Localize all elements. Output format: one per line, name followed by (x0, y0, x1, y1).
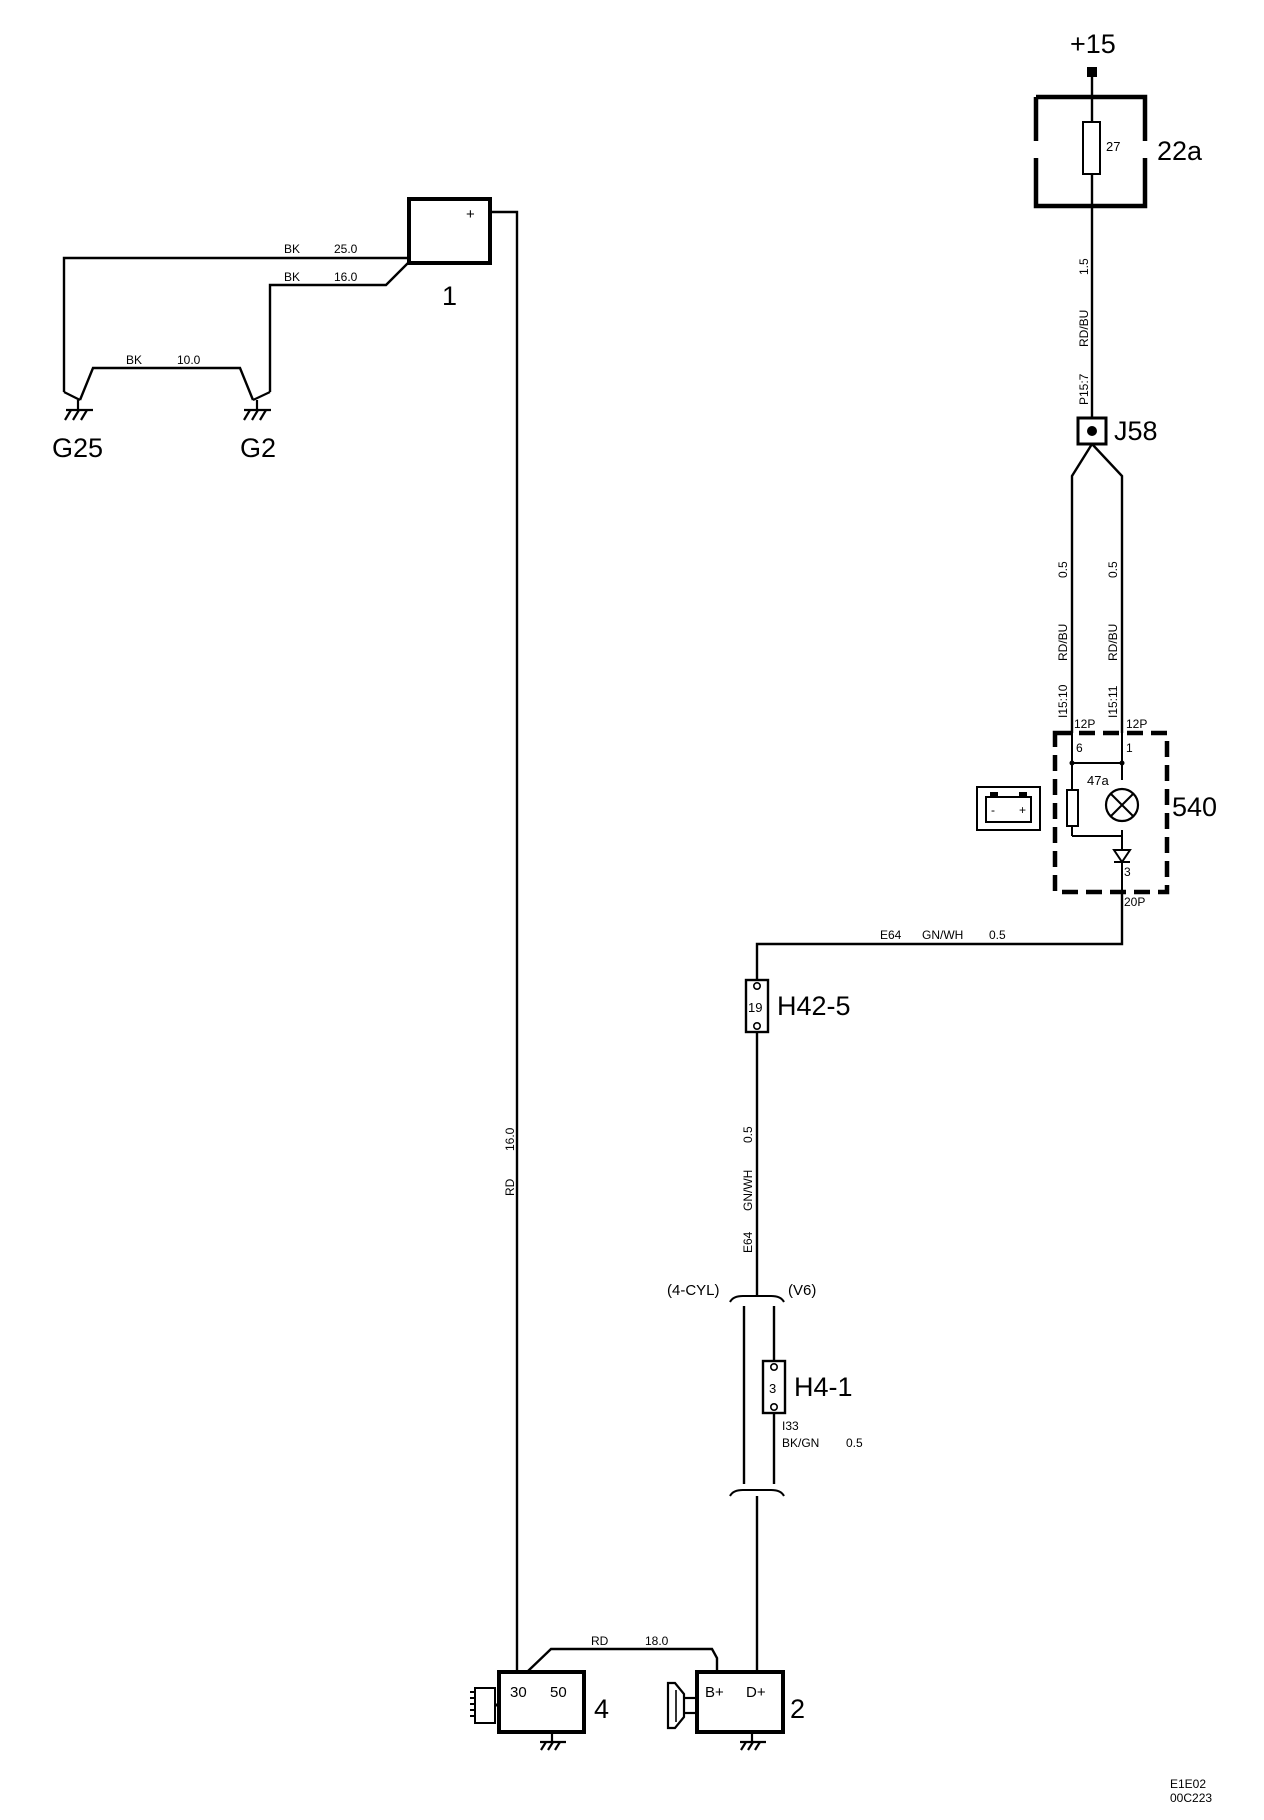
supply-label: +15 (1070, 29, 1116, 59)
wire-bk16-color: BK (284, 270, 300, 284)
wire-e64-vert-color: GN/WH (741, 1170, 755, 1211)
wire-i15-10-id: I15:10 (1056, 684, 1070, 718)
instrument-label: 540 (1172, 792, 1217, 822)
battery-label: 1 (442, 281, 457, 311)
wire-p15-7: P15:7 RD/BU 1.5 (1077, 77, 1094, 418)
battery-warning-plus: + (1019, 803, 1026, 817)
wire-bk10: BK 10.0 (78, 353, 255, 401)
battery-plus: + (466, 206, 475, 223)
wire-rd18-color: RD (591, 1634, 609, 1648)
wire-i15-11-color: RD/BU (1106, 624, 1120, 661)
diagram-code-line2: 00C223 (1170, 1791, 1212, 1805)
generator-ground-icon (740, 1732, 766, 1751)
battery-warning-minus: - (991, 803, 995, 817)
wire-i33-size: 0.5 (846, 1436, 863, 1450)
warning-resistor (1066, 789, 1079, 827)
wire-bk25-size: 25.0 (334, 242, 358, 256)
h4-1-label: H4-1 (794, 1372, 853, 1402)
instrument-conn-left: 12P (1074, 717, 1095, 731)
connector-h4-1: 3 H4-1 (761, 1359, 853, 1415)
h42-5-label: H42-5 (777, 991, 851, 1021)
diagram-code: E1E02 00C223 (1170, 1777, 1212, 1805)
supply-terminal: +15 (1070, 29, 1116, 77)
starter-label: 4 (594, 1694, 609, 1724)
diagram-code-line1: E1E02 (1170, 1777, 1206, 1791)
generator-label: 2 (790, 1694, 805, 1724)
wire-i33: I33 BK/GN 0.5 (755, 1419, 863, 1672)
fuse-27 (1082, 121, 1101, 175)
starter-t50: 50 (550, 1684, 567, 1701)
wire-bk10-color: BK (126, 353, 142, 367)
generator-pulley-icon (666, 1681, 697, 1730)
wire-i33-color: BK/GN (782, 1436, 819, 1450)
starter-4: 30 50 4 (470, 1670, 609, 1751)
splice-j58: J58 (1070, 416, 1158, 733)
wire-rd18: RD 18.0 (526, 1634, 719, 1673)
ground-g2: G2 (240, 391, 276, 463)
variant-bracket: (4-CYL) (V6) (667, 1282, 816, 1497)
battery-minus: - (418, 253, 423, 270)
wire-bk10-size: 10.0 (177, 353, 201, 367)
j58-label: J58 (1114, 416, 1158, 446)
wire-rd16: RD 16.0 (490, 210, 519, 1672)
wire-i15-11: I15:11 RD/BU 0.5 (1106, 561, 1120, 718)
ground-g2-label: G2 (240, 433, 276, 463)
wire-i15-11-id: I15:11 (1106, 685, 1120, 718)
fuse-box-22a: 27 22a (1033, 94, 1203, 209)
instrument-540: 12P 12P 6 1 47a 3 20P 540 (976, 717, 1217, 909)
starter-pinion-icon (470, 1687, 499, 1724)
wire-bk16-size: 16.0 (334, 270, 358, 284)
generator-2: B+ D+ 2 (666, 1670, 805, 1751)
instrument-conn-bottom: 20P (1124, 895, 1145, 909)
generator-d-plus: D+ (746, 1684, 766, 1701)
wire-e64-top: E64 GN/WH 0.5 (755, 892, 1124, 980)
starter-ground-icon (540, 1732, 566, 1751)
wire-rd16-color: RD (503, 1178, 517, 1196)
h4-1-pin: 3 (769, 1381, 776, 1396)
wire-e64-vert: E64 GN/WH 0.5 (741, 1032, 759, 1296)
wire-i33-id: I33 (782, 1419, 799, 1433)
wire-bk25-color: BK (284, 242, 300, 256)
battery-1: + - 1 (407, 197, 492, 311)
wire-p15-7-id: P15:7 (1077, 373, 1091, 405)
wire-e64-top-id: E64 (880, 928, 902, 942)
wire-e64-vert-size: 0.5 (741, 1126, 755, 1143)
instrument-pin-left: 6 (1076, 741, 1083, 755)
wire-i15-11-size: 0.5 (1106, 561, 1120, 578)
starter-t30: 30 (510, 1684, 527, 1701)
wire-i15-10-color: RD/BU (1056, 624, 1070, 661)
generator-b-plus: B+ (705, 1684, 724, 1701)
wire-e64-vert-id: E64 (741, 1231, 755, 1253)
battery-warning-icon: - + (976, 786, 1041, 831)
ground-g25: G25 (52, 391, 103, 463)
bulb-icon (1104, 787, 1140, 823)
instrument-pin-bottom: 3 (1124, 865, 1131, 879)
fuse-box-label: 22a (1157, 136, 1203, 166)
wire-rd16-size: 16.0 (503, 1127, 517, 1151)
wire-bk25: BK 25.0 (62, 242, 409, 392)
variant-right-label: (V6) (788, 1282, 816, 1299)
wire-p15-7-size: 1.5 (1077, 258, 1091, 275)
wire-e64-top-color: GN/WH (922, 928, 963, 942)
fuse-number: 27 (1106, 139, 1120, 154)
h42-5-pin: 19 (748, 1000, 762, 1015)
wire-i15-10-size: 0.5 (1056, 561, 1070, 578)
instrument-pin-right: 1 (1126, 741, 1133, 755)
wire-p15-7-color: RD/BU (1077, 310, 1091, 347)
wire-bk16: BK 16.0 (268, 261, 410, 392)
wire-rd18-size: 18.0 (645, 1634, 669, 1648)
bulb-label: 47a (1087, 773, 1109, 788)
ground-g25-label: G25 (52, 433, 103, 463)
connector-h42-5: 19 H42-5 (744, 978, 851, 1034)
instrument-conn-right: 12P (1126, 717, 1147, 731)
diode-icon (1112, 849, 1132, 892)
wire-e64-top-size: 0.5 (989, 928, 1006, 942)
variant-left-label: (4-CYL) (667, 1282, 720, 1299)
wire-i15-10: I15:10 RD/BU 0.5 (1056, 561, 1070, 718)
